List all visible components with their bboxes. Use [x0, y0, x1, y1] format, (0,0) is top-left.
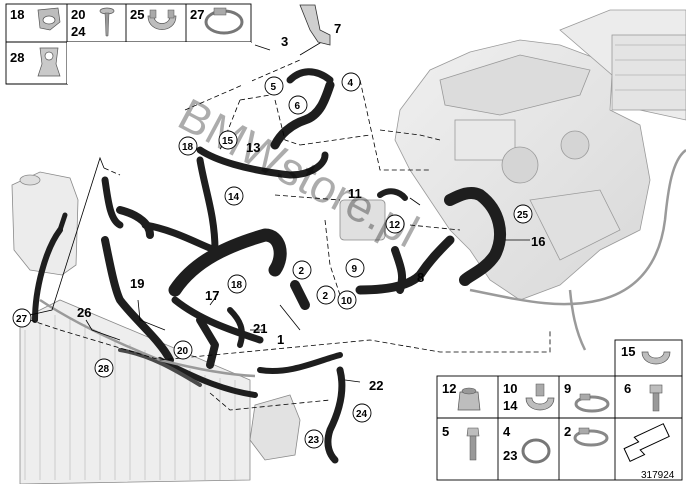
legend-cell-9: 9	[564, 381, 610, 413]
callout-circle-9: 9	[345, 258, 365, 278]
svg-text:24: 24	[356, 409, 368, 420]
callout-circle-2b: 2	[316, 285, 336, 305]
svg-text:9: 9	[352, 264, 358, 275]
callout-21: 21	[253, 321, 267, 336]
svg-text:6: 6	[295, 101, 301, 112]
coolant-hoses	[32, 68, 506, 464]
diagram-reference: 317924	[641, 470, 675, 481]
callout-circle-24: 24	[352, 403, 372, 423]
svg-text:2: 2	[564, 424, 571, 439]
callout-circle-18b: 18	[227, 274, 247, 294]
callout-circle-27: 27	[12, 308, 32, 328]
bracket-7	[299, 4, 331, 46]
callout-circle-23: 23	[304, 429, 324, 449]
svg-text:18: 18	[231, 280, 243, 291]
legend-cell-4-23: 4 23	[503, 424, 551, 464]
callout-3: 3	[281, 34, 288, 49]
svg-text:18: 18	[182, 142, 194, 153]
svg-text:27: 27	[16, 314, 28, 325]
legend-cell-25: 25	[130, 7, 177, 30]
svg-text:27: 27	[190, 7, 204, 22]
callout-circle-4: 4	[341, 72, 361, 92]
callout-circle-20: 20	[173, 340, 193, 360]
leader-lines	[29, 24, 551, 411]
expansion-tank	[11, 171, 79, 276]
callout-17: 17	[205, 288, 219, 303]
callout-circle-14: 14	[224, 186, 244, 206]
svg-text:10: 10	[341, 296, 353, 307]
callout-circle-28: 28	[94, 358, 114, 378]
callout-11: 11	[348, 186, 362, 201]
svg-text:14: 14	[228, 192, 240, 203]
circled-callouts: 2 2 4 5 6 9 10 12 14 15 18 18 20 23 24 2…	[12, 72, 533, 449]
callout-8: 8	[417, 270, 424, 285]
svg-text:10: 10	[503, 381, 517, 396]
thermostat-housing	[339, 199, 386, 241]
svg-text:20: 20	[177, 346, 189, 357]
svg-text:2: 2	[299, 266, 305, 277]
callout-circle-10: 10	[337, 290, 357, 310]
svg-text:9: 9	[564, 381, 571, 396]
svg-text:2: 2	[323, 291, 329, 302]
svg-text:5: 5	[271, 82, 277, 93]
svg-text:6: 6	[624, 381, 631, 396]
svg-text:25: 25	[517, 210, 529, 221]
callout-circle-6: 6	[288, 95, 308, 115]
legend-cell-12: 12	[442, 381, 481, 411]
legend-cell-10-14: 10 14	[503, 381, 555, 413]
svg-text:15: 15	[621, 344, 635, 359]
legend-cell-15: 15	[621, 344, 671, 365]
legend-cell-27: 27	[190, 7, 244, 35]
legend-cell-5: 5	[442, 424, 480, 461]
svg-text:24: 24	[71, 24, 86, 39]
water-pump	[249, 394, 301, 461]
callout-circle-2a: 2	[292, 260, 312, 280]
callout-circle-12: 12	[385, 214, 405, 234]
legend-cell-20-24: 20 24	[71, 7, 115, 39]
callout-circle-25: 25	[513, 204, 533, 224]
svg-text:25: 25	[130, 7, 144, 22]
parts-legend-bottom: 15 12 10 14 9 6 5 4	[436, 339, 683, 481]
callout-circle-15: 15	[218, 130, 238, 150]
callout-7: 7	[334, 21, 341, 36]
legend-cell-28: 28	[10, 47, 61, 77]
callout-19: 19	[130, 276, 144, 291]
svg-text:28: 28	[10, 50, 24, 65]
callout-circle-5: 5	[264, 76, 284, 96]
svg-text:14: 14	[503, 398, 518, 413]
engine-block	[394, 9, 686, 301]
svg-text:12: 12	[442, 381, 456, 396]
callout-13: 13	[246, 140, 260, 155]
callout-circle-18a: 18	[178, 136, 198, 156]
svg-text:12: 12	[389, 220, 401, 231]
direction-arrow-icon	[623, 423, 670, 462]
svg-text:23: 23	[308, 435, 320, 446]
svg-text:28: 28	[98, 364, 110, 375]
legend-cell-6: 6	[624, 381, 663, 412]
legend-cell-18: 18	[10, 7, 61, 31]
callout-16: 16	[531, 234, 545, 249]
legend-cell-2: 2	[564, 424, 609, 447]
svg-text:20: 20	[71, 7, 85, 22]
callout-1: 1	[277, 332, 284, 347]
svg-text:18: 18	[10, 7, 24, 22]
callout-numbers: 1 3 7 8 11 13 16 17 19 21 22 26	[77, 21, 545, 393]
svg-text:15: 15	[222, 136, 234, 147]
svg-text:4: 4	[503, 424, 511, 439]
radiator	[19, 299, 251, 484]
svg-text:5: 5	[442, 424, 449, 439]
callout-22: 22	[369, 378, 383, 393]
callout-26: 26	[77, 305, 91, 320]
svg-text:4: 4	[348, 78, 354, 89]
svg-text:23: 23	[503, 448, 517, 463]
